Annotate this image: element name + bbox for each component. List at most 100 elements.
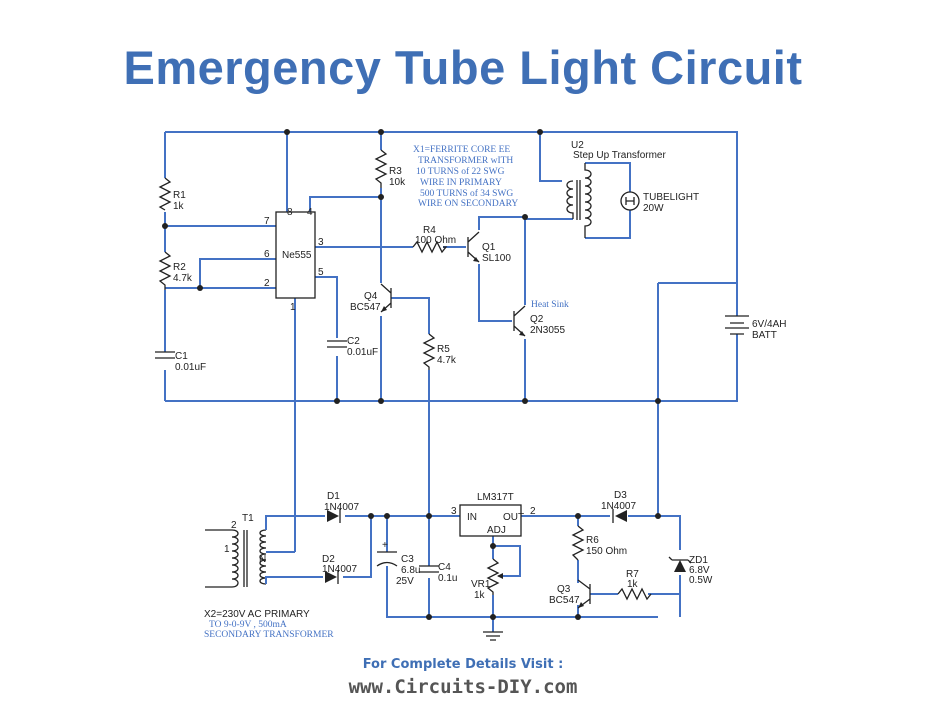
svg-text:2: 2 [264, 278, 270, 289]
svg-text:100 Ohm: 100 Ohm [415, 235, 456, 246]
svg-text:R2: R2 [173, 262, 186, 273]
regulator-lm317: LM317T IN OUT ADJ 3 2 [451, 492, 536, 537]
svg-text:R3: R3 [389, 166, 402, 177]
svg-text:Q3: Q3 [557, 584, 571, 595]
svg-text:TRANSFORMER wITH: TRANSFORMER wITH [418, 156, 513, 166]
svg-text:C2: C2 [347, 336, 360, 347]
svg-text:2N3055: 2N3055 [530, 325, 565, 336]
resistor-r6: R6 150 Ohm [571, 525, 627, 561]
svg-text:VR1: VR1 [471, 579, 491, 590]
svg-text:C3: C3 [401, 554, 414, 565]
svg-text:1k: 1k [474, 590, 486, 601]
page-title: Emergency Tube Light Circuit [123, 41, 803, 94]
resistor-r2: R2 4.7k [158, 251, 193, 290]
svg-text:D2: D2 [322, 554, 335, 565]
svg-text:25V: 25V [396, 576, 414, 587]
wires [164, 131, 738, 632]
svg-text:6.8V: 6.8V [689, 565, 710, 576]
svg-text:0.1u: 0.1u [438, 573, 457, 584]
svg-text:D1: D1 [327, 491, 340, 502]
svg-text:20W: 20W [643, 203, 664, 214]
svg-text:4.7k: 4.7k [173, 273, 193, 284]
svg-text:U2: U2 [571, 140, 584, 151]
svg-text:0.01uF: 0.01uF [175, 362, 206, 373]
svg-text:Ne555: Ne555 [282, 250, 312, 261]
svg-text:T1: T1 [242, 513, 254, 524]
svg-text:3: 3 [451, 506, 457, 517]
svg-text:1: 1 [290, 302, 296, 313]
svg-text:2: 2 [231, 520, 237, 531]
footer-visit-text: For Complete Details Visit : [362, 657, 564, 672]
svg-text:BC547: BC547 [549, 595, 580, 606]
svg-text:SECONDARY TRANSFORMER: SECONDARY TRANSFORMER [204, 630, 334, 640]
svg-text:Heat Sink: Heat Sink [531, 300, 569, 310]
svg-text:R4: R4 [423, 225, 436, 236]
svg-text:C1: C1 [175, 351, 188, 362]
svg-text:5: 5 [318, 267, 324, 278]
diode-d2: D2 1N4007 [322, 554, 357, 584]
capacitor-c3: + C3 6.8u 25V [376, 540, 420, 587]
svg-text:LM317T: LM317T [477, 492, 514, 503]
zener-zd1: ZD1 6.8V 0.5W [668, 555, 713, 586]
resistor-r4: R4 100 Ohm [412, 225, 456, 254]
transistor-q3: Q3 BC547 [549, 579, 591, 609]
svg-text:WIRE IN PRIMARY: WIRE IN PRIMARY [420, 178, 502, 188]
svg-text:TUBELIGHT: TUBELIGHT [643, 192, 699, 203]
svg-text:BATT: BATT [752, 330, 777, 341]
transformer-u2: U2 Step Up Transformer [566, 140, 666, 238]
svg-text:WIRE ON SECONDARY: WIRE ON SECONDARY [418, 199, 518, 209]
svg-text:TO 9-0-9V , 500mA: TO 9-0-9V , 500mA [209, 620, 287, 630]
svg-text:Step Up Transformer: Step Up Transformer [573, 150, 666, 161]
svg-text:1N4007: 1N4007 [322, 564, 357, 575]
tube-light: TUBELIGHT 20W [620, 191, 699, 214]
svg-text:X2=230V AC PRIMARY: X2=230V AC PRIMARY [204, 609, 310, 620]
svg-text:IN: IN [467, 512, 477, 523]
potentiometer-vr1: VR1 1k [471, 558, 503, 601]
svg-text:0.5W: 0.5W [689, 575, 713, 586]
svg-text:500 TURNS of 34 SWG: 500 TURNS of 34 SWG [420, 188, 513, 199]
svg-text:BC547: BC547 [350, 302, 381, 313]
svg-text:R1: R1 [173, 190, 186, 201]
svg-text:N: N [259, 554, 266, 565]
svg-text:R5: R5 [437, 344, 450, 355]
svg-text:R6: R6 [586, 535, 599, 546]
junction-dots [162, 129, 661, 620]
svg-text:1k: 1k [173, 201, 185, 212]
svg-text:OUT: OUT [503, 512, 524, 523]
resistor-r5: R5 4.7k [422, 333, 457, 370]
svg-text:1N4007: 1N4007 [601, 501, 636, 512]
svg-text:6.8u: 6.8u [401, 565, 420, 576]
svg-text:4: 4 [307, 207, 313, 218]
svg-text:ZD1: ZD1 [689, 555, 708, 566]
svg-text:Q4: Q4 [364, 291, 378, 302]
svg-text:SL100: SL100 [482, 253, 511, 264]
svg-text:1N4007: 1N4007 [324, 502, 359, 513]
capacitor-c1: C1 0.01uF [155, 351, 206, 373]
svg-text:C4: C4 [438, 562, 451, 573]
svg-text:D3: D3 [614, 490, 627, 501]
svg-text:Q2: Q2 [530, 314, 544, 325]
transistor-q2: Heat Sink Q2 2N3055 [513, 300, 569, 337]
svg-text:3: 3 [318, 237, 324, 248]
svg-text:6V/4AH: 6V/4AH [752, 319, 786, 330]
svg-text:150 Ohm: 150 Ohm [586, 546, 627, 557]
transistor-q4: Q4 BC547 [350, 283, 392, 313]
svg-text:1: 1 [224, 544, 230, 555]
resistor-r1: R1 1k [158, 177, 186, 212]
battery: 6V/4AH BATT [725, 315, 786, 341]
resistor-r3: R3 10k [374, 149, 406, 188]
resistor-r7: R7 1k [617, 569, 652, 601]
svg-text:+: + [382, 540, 388, 551]
svg-text:1k: 1k [627, 579, 639, 590]
svg-text:X1=FERRITE CORE EE: X1=FERRITE CORE EE [413, 145, 510, 155]
svg-text:4.7k: 4.7k [437, 355, 457, 366]
footer-url: www.Circuits-DIY.com [348, 676, 578, 698]
svg-text:R7: R7 [626, 569, 639, 580]
ic-ne555: Ne555 8 4 7 6 2 3 5 1 [264, 207, 324, 313]
transistor-q1: Q1 SL100 [467, 231, 511, 264]
ferrite-note: X1=FERRITE CORE EE TRANSFORMER wITH 10 T… [413, 145, 518, 209]
transformer-t1: T1 2 1 N [205, 513, 280, 588]
svg-text:0.01uF: 0.01uF [347, 347, 378, 358]
capacitor-c2: C2 0.01uF [327, 336, 378, 358]
